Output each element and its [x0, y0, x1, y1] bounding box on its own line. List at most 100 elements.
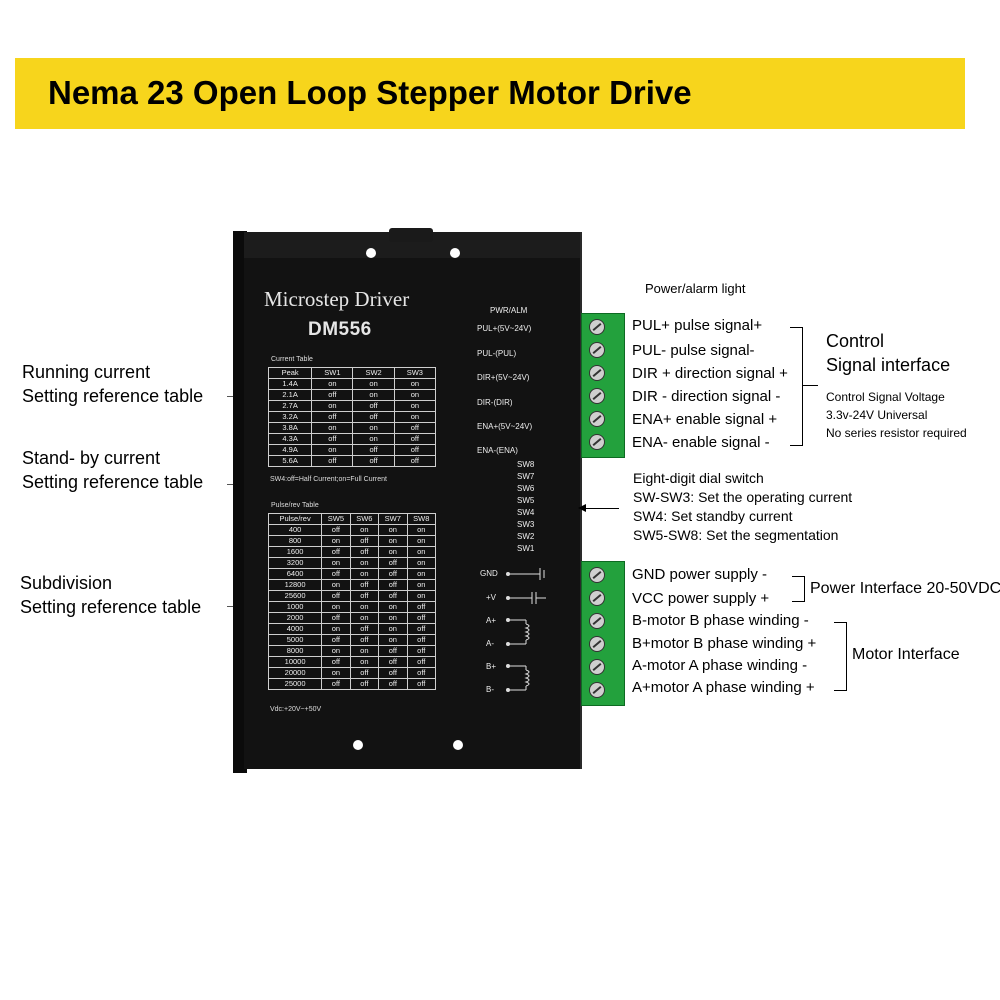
control-title: Signal interface: [826, 355, 951, 375]
pin-label: B+: [486, 662, 497, 671]
table-cell: on: [378, 535, 408, 547]
dial-switch-label: SW5-SW8: Set the segmentation: [633, 527, 839, 543]
arrow-left-icon: [578, 504, 586, 512]
table-cell: off: [321, 656, 351, 668]
wiring-symbols-icon: [506, 568, 546, 692]
power-motor-terminal-block: [581, 561, 625, 706]
table-cell: off: [393, 422, 437, 434]
table-cell: on: [321, 535, 351, 547]
control-terminal-block: [581, 313, 625, 458]
motor-interface-title: Motor Interface: [852, 646, 960, 663]
power-signal-label: GND power supply -: [632, 566, 768, 583]
power-interface-title: Power Interface 20-50VDC: [810, 580, 1000, 597]
table-cell: 1600: [267, 546, 323, 558]
mount-hole: [453, 740, 463, 750]
switch-label: SW3: [517, 520, 535, 529]
motor-signal-label: B-motor B phase winding -: [632, 612, 809, 629]
power-bracket: [804, 576, 805, 602]
table-cell: 3.8A: [267, 422, 313, 434]
table-cell: on: [349, 601, 380, 613]
pin-label: GND: [480, 569, 498, 578]
bracket-line: [792, 576, 804, 577]
table-cell: on: [352, 378, 395, 390]
terminal-screw-icon: [589, 659, 605, 675]
control-voltage-note: No series resistor required: [826, 426, 967, 440]
terminal-screw-icon: [589, 682, 605, 698]
stepper-driver: Microstep Driver DM556 Current Table Pea…: [244, 228, 582, 769]
terminal-screw-icon: [589, 567, 605, 583]
standby-current-label: Stand- by current Setting reference tabl…: [22, 446, 203, 494]
driver-model: DM556: [308, 319, 372, 340]
bracket-line: [792, 601, 804, 602]
running-current-label: Running current Setting reference table: [22, 360, 203, 408]
table-cell: on: [378, 623, 408, 635]
table-cell: 5000: [267, 634, 323, 646]
table-cell: off: [378, 590, 408, 602]
table-cell: off: [349, 678, 380, 690]
mount-hole: [353, 740, 363, 750]
control-signal-label: DIR + direction signal +: [632, 365, 788, 382]
table-cell: off: [352, 444, 395, 456]
table-cell: 20000: [267, 667, 323, 679]
table-cell: on: [321, 623, 351, 635]
table-cell: on: [378, 612, 408, 624]
bracket-line: [834, 690, 846, 691]
table-cell: on: [311, 400, 354, 412]
pin-label: +V: [486, 593, 497, 602]
label-line: Running current: [22, 362, 151, 382]
table-cell: off: [393, 444, 437, 456]
table-header-cell: SW3: [393, 367, 437, 379]
table-cell: off: [406, 678, 437, 690]
banner-title: Nema 23 Open Loop Stepper Motor Drive: [48, 74, 692, 111]
table-cell: off: [349, 634, 380, 646]
control-signal-label: PUL+ pulse signal+: [632, 317, 763, 334]
table-cell: off: [378, 667, 408, 679]
table-cell: off: [352, 400, 395, 412]
table-cell: 5.6A: [267, 455, 313, 467]
table-cell: on: [321, 667, 351, 679]
table-cell: off: [321, 546, 351, 558]
table-cell: on: [311, 378, 354, 390]
table-cell: off: [393, 455, 437, 467]
table-cell: off: [378, 579, 408, 591]
top-nub: [389, 228, 433, 242]
table-cell: off: [321, 590, 351, 602]
pin-label: PUL+(5V~24V): [477, 324, 532, 333]
table-cell: on: [406, 579, 437, 591]
bracket-line: [834, 622, 846, 623]
table-cell: off: [321, 678, 351, 690]
motor-bracket: [846, 622, 847, 691]
table-cell: on: [406, 568, 437, 580]
table-cell: 2000: [267, 612, 323, 624]
control-signal-label: PUL- pulse signal-: [632, 342, 755, 359]
label-line: Subdivision: [20, 573, 113, 593]
terminal-screw-icon: [589, 365, 605, 381]
table-cell: 4000: [267, 623, 323, 635]
terminal-screw-icon: [589, 342, 605, 358]
table-cell: off: [311, 411, 354, 423]
bracket-line: [790, 445, 802, 446]
table-cell: on: [352, 389, 395, 401]
table-cell: off: [321, 634, 351, 646]
bracket-line: [790, 327, 802, 328]
dial-switch-label: SW-SW3: Set the operating current: [633, 489, 853, 505]
control-bracket: [802, 327, 803, 446]
table-cell: off: [406, 656, 437, 668]
table-cell: off: [349, 590, 380, 602]
table-cell: on: [406, 535, 437, 547]
dial-switch-label: Eight-digit dial switch: [633, 470, 764, 486]
table-header-cell: SW1: [311, 367, 354, 379]
